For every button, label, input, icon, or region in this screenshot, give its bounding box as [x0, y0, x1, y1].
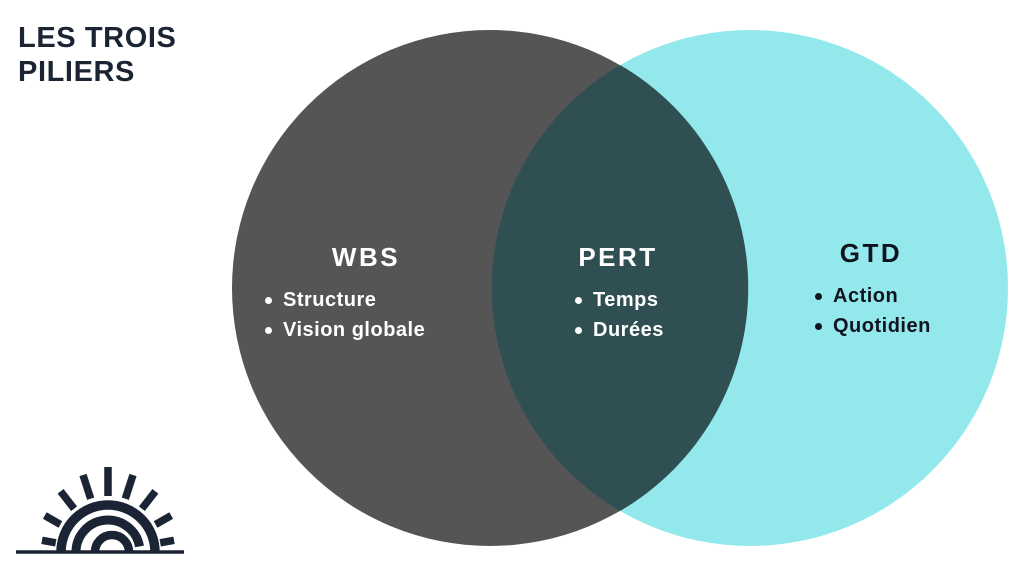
- sunrise-logo-icon: [16, 467, 184, 554]
- venn-right-heading: GTD: [839, 238, 903, 268]
- sun-inner-arc: [90, 530, 134, 553]
- list-item-label: Durées: [593, 318, 664, 341]
- list-item-label: Structure: [283, 288, 377, 311]
- bullet-dot-icon: [575, 326, 582, 334]
- overlap-lens-shape: [491, 65, 749, 511]
- page-title: LES TROIS PILIERS: [18, 22, 177, 88]
- bullet-dot-icon: [265, 296, 272, 304]
- list-item: Durées: [575, 315, 681, 345]
- venn-overlap-heading: PERT: [578, 242, 658, 272]
- list-item-label: Action: [833, 284, 899, 307]
- list-item-label: Vision globale: [283, 318, 426, 341]
- list-item-label: Quotidien: [833, 314, 931, 337]
- sun-outer-arc: [56, 500, 160, 553]
- list-item-label: Temps: [593, 288, 659, 311]
- list-item: Temps: [575, 285, 681, 315]
- sunrise-logo-strokes: [16, 467, 184, 554]
- list-item: Action: [815, 281, 934, 311]
- venn-left-group: WBS Structure Vision globale: [258, 244, 474, 345]
- bullet-dot-icon: [265, 326, 272, 334]
- venn-left-list: Structure Vision globale: [258, 285, 474, 345]
- venn-right-group: GTD Action Quotidien: [808, 240, 934, 341]
- sun-rays: [41, 467, 175, 547]
- venn-overlap-list: Temps Durées: [555, 285, 681, 345]
- venn-overlap-group: PERT Temps Durées: [555, 244, 681, 345]
- bullet-dot-icon: [575, 296, 582, 304]
- list-item: Vision globale: [265, 315, 474, 345]
- venn-right-list: Action Quotidien: [808, 281, 934, 341]
- list-item: Quotidien: [815, 311, 934, 341]
- bullet-dot-icon: [815, 292, 822, 300]
- bullet-dot-icon: [815, 322, 822, 330]
- list-item: Structure: [265, 285, 474, 315]
- venn-left-heading: WBS: [331, 242, 401, 272]
- sun-middle-arc: [71, 515, 144, 553]
